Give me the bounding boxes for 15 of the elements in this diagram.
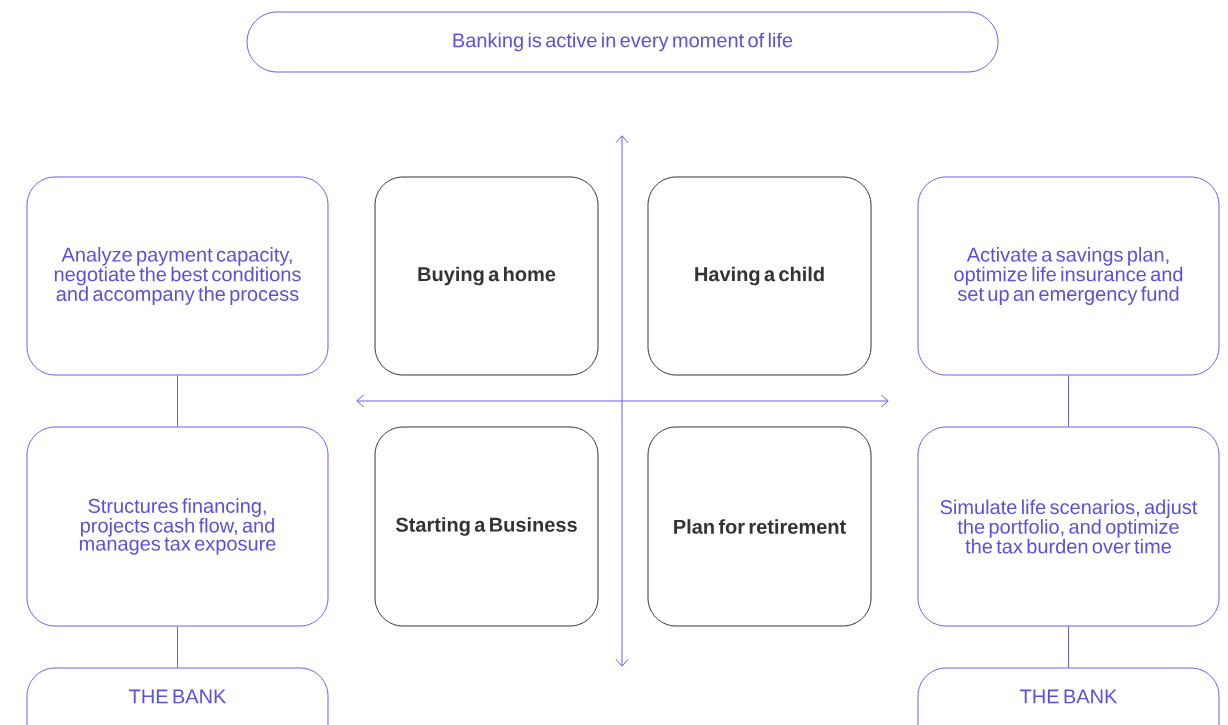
connector-line	[1068, 375, 1069, 427]
bank-label: THE BANK	[26, 667, 329, 725]
connector-line	[177, 626, 178, 669]
info-box: Structures financing, projects cash flow, and manages tax exposure	[26, 426, 329, 627]
title-pill: Banking is active in every moment of life	[246, 11, 999, 73]
life-event-box: Plan for retirement	[647, 426, 872, 627]
life-event-box: Having a child	[647, 176, 872, 376]
info-box: Analyze payment capacity, negotiate the best conditions and accompany the process	[26, 176, 329, 376]
life-event-box: Starting a Business	[374, 426, 599, 627]
connector-line	[177, 375, 178, 427]
info-box: Simulate life scenarios, adjust the portfolio, and optimize the tax burden over time	[917, 426, 1220, 627]
connector-line	[1068, 626, 1069, 669]
info-box: Activate a savings plan, optimize life insurance and set up an emergency fund	[917, 176, 1220, 376]
bank-label: THE BANK	[917, 667, 1220, 725]
life-event-box: Buying a home	[374, 176, 599, 376]
